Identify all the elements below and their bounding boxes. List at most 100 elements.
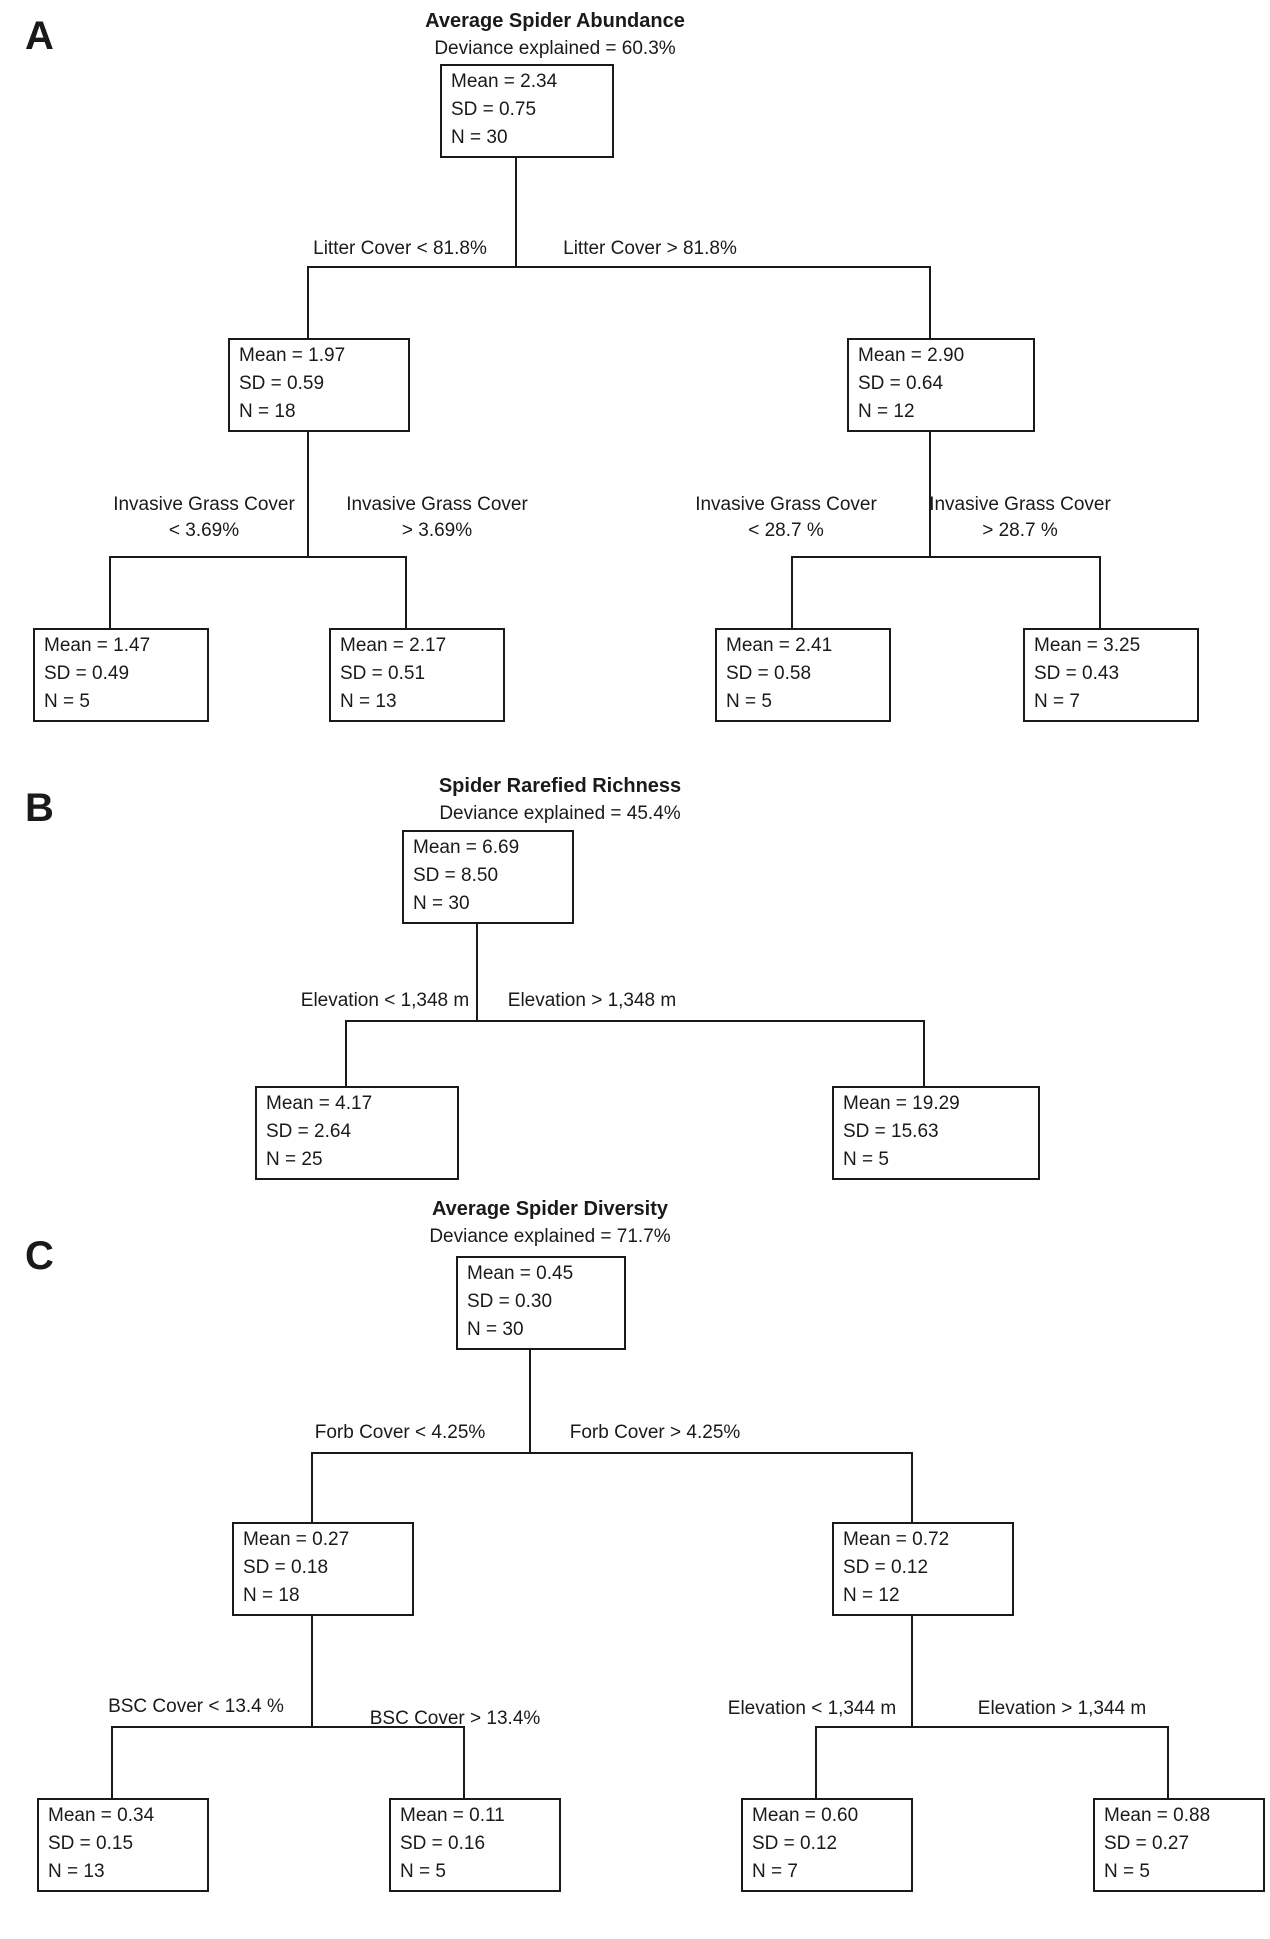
edge-c-right-subdrop xyxy=(911,1616,913,1726)
node-n-line: N = 25 xyxy=(266,1149,323,1170)
node-mean-line: Mean = 6.69 xyxy=(413,837,520,858)
edge-c-right-bar xyxy=(816,1726,1168,1728)
node-n-line: N = 18 xyxy=(239,401,296,422)
node-sd-line: SD = 0.12 xyxy=(752,1833,838,1854)
split-a-left-left: Invasive Grass Cover < 3.69% xyxy=(84,492,324,544)
node-sd-line: SD = 0.15 xyxy=(48,1833,134,1854)
split-c-root-left: Forb Cover < 4.25% xyxy=(314,1422,486,1443)
panel-c-label: C xyxy=(25,1234,54,1278)
node-sd-line: SD = 0.30 xyxy=(467,1291,553,1312)
node-c-leaf3: Mean = 0.60 SD = 0.12 N = 7 xyxy=(741,1798,913,1892)
node-a-leaf3: Mean = 2.41 SD = 0.58 N = 5 xyxy=(715,628,891,722)
node-sd-line: SD = 2.64 xyxy=(266,1121,352,1142)
node-mean-line: Mean = 0.34 xyxy=(48,1805,155,1826)
edge-c-right-drop xyxy=(911,1452,913,1522)
node-sd-line: SD = 0.27 xyxy=(1104,1833,1190,1854)
edge-a-left-bar xyxy=(110,556,406,558)
split-line-2: > 3.69% xyxy=(401,520,473,541)
node-n-line: N = 12 xyxy=(843,1585,900,1606)
edge-a-left-subdrop xyxy=(307,432,309,556)
tree-b-subtitle: Deviance explained = 45.4% xyxy=(439,803,681,824)
node-n-line: N = 7 xyxy=(1034,691,1080,712)
edge-a-leaf2-drop xyxy=(405,556,407,628)
edge-c-leaf1-drop xyxy=(111,1726,113,1798)
split-line-2: < 3.69% xyxy=(168,520,240,541)
split-a-right-left: Invasive Grass Cover < 28.7 % xyxy=(666,492,906,544)
tree-a-title: Average Spider Abundance xyxy=(425,10,685,32)
split-a-right-right: Invasive Grass Cover > 28.7 % xyxy=(900,492,1140,544)
node-sd-line: SD = 8.50 xyxy=(413,865,499,886)
split-b-root-left: Elevation < 1,348 m xyxy=(300,990,470,1011)
node-mean-line: Mean = 19.29 xyxy=(843,1093,960,1114)
node-c-leaf1: Mean = 0.34 SD = 0.15 N = 13 xyxy=(37,1798,209,1892)
edge-b-right-drop xyxy=(923,1020,925,1086)
edge-c-leaf2-drop xyxy=(463,1726,465,1798)
split-a-root-right: Litter Cover > 81.8% xyxy=(563,238,737,259)
split-line-1: Invasive Grass Cover xyxy=(929,494,1111,515)
edge-c-leaf4-drop xyxy=(1167,1726,1169,1798)
node-n-line: N = 5 xyxy=(44,691,90,712)
node-sd-line: SD = 0.58 xyxy=(726,663,812,684)
node-mean-line: Mean = 0.27 xyxy=(243,1529,350,1550)
panel-a-label: A xyxy=(25,14,54,58)
edge-c-leaf3-drop xyxy=(815,1726,817,1798)
node-sd-line: SD = 0.59 xyxy=(239,373,325,394)
node-a-leaf1: Mean = 1.47 SD = 0.49 N = 5 xyxy=(33,628,209,722)
node-mean-line: Mean = 2.90 xyxy=(858,345,965,366)
node-c-left: Mean = 0.27 SD = 0.18 N = 18 xyxy=(232,1522,414,1616)
edge-b-level1-bar xyxy=(346,1020,925,1022)
node-mean-line: Mean = 0.72 xyxy=(843,1529,950,1550)
node-mean-line: Mean = 0.11 xyxy=(400,1805,505,1826)
node-sd-line: SD = 0.18 xyxy=(243,1557,329,1578)
edge-c-left-drop xyxy=(311,1452,313,1522)
node-sd-line: SD = 0.12 xyxy=(843,1557,929,1578)
split-c-left-right: BSC Cover > 13.4% xyxy=(369,1708,541,1729)
split-c-root-right: Forb Cover > 4.25% xyxy=(569,1422,741,1443)
edge-a-left-drop xyxy=(307,266,309,338)
node-n-line: N = 13 xyxy=(340,691,397,712)
split-line-2: > 28.7 % xyxy=(982,520,1058,541)
node-a-left: Mean = 1.97 SD = 0.59 N = 18 xyxy=(228,338,410,432)
node-a-root: Mean = 2.34 SD = 0.75 N = 30 xyxy=(440,64,614,158)
split-b-root-right: Elevation > 1,348 m xyxy=(507,990,677,1011)
node-mean-line: Mean = 1.47 xyxy=(44,635,151,656)
node-n-line: N = 5 xyxy=(400,1861,446,1882)
node-b-root: Mean = 6.69 SD = 8.50 N = 30 xyxy=(402,830,574,924)
edge-a-right-subdrop xyxy=(929,432,931,556)
node-sd-line: SD = 0.64 xyxy=(858,373,944,394)
node-mean-line: Mean = 0.60 xyxy=(752,1805,859,1826)
node-n-line: N = 12 xyxy=(858,401,915,422)
edge-a-leaf3-drop xyxy=(791,556,793,628)
node-mean-line: Mean = 0.88 xyxy=(1104,1805,1211,1826)
node-sd-line: SD = 0.51 xyxy=(340,663,426,684)
edge-c-root-drop xyxy=(529,1350,531,1452)
split-c-right-right: Elevation > 1,344 m xyxy=(977,1698,1147,1719)
node-n-line: N = 30 xyxy=(451,127,508,148)
node-n-line: N = 7 xyxy=(752,1861,798,1882)
split-line-1: Invasive Grass Cover xyxy=(113,494,295,515)
node-b-leaf2: Mean = 19.29 SD = 15.63 N = 5 xyxy=(832,1086,1040,1180)
node-mean-line: Mean = 2.34 xyxy=(451,71,558,92)
node-n-line: N = 30 xyxy=(413,893,470,914)
node-c-leaf2: Mean = 0.11 SD = 0.16 N = 5 xyxy=(389,1798,561,1892)
node-sd-line: SD = 15.63 xyxy=(843,1121,939,1142)
node-mean-line: Mean = 3.25 xyxy=(1034,635,1141,656)
node-mean-line: Mean = 0.45 xyxy=(467,1263,574,1284)
edge-a-leaf1-drop xyxy=(109,556,111,628)
node-c-leaf4: Mean = 0.88 SD = 0.27 N = 5 xyxy=(1093,1798,1265,1892)
node-n-line: N = 13 xyxy=(48,1861,105,1882)
node-sd-line: SD = 0.43 xyxy=(1034,663,1120,684)
split-line-1: Invasive Grass Cover xyxy=(346,494,528,515)
edge-a-level1-bar xyxy=(308,266,930,268)
node-mean-line: Mean = 2.17 xyxy=(340,635,447,656)
split-a-left-right: Invasive Grass Cover > 3.69% xyxy=(317,492,557,544)
node-n-line: N = 30 xyxy=(467,1319,524,1340)
node-b-leaf1: Mean = 4.17 SD = 2.64 N = 25 xyxy=(255,1086,459,1180)
node-n-line: N = 5 xyxy=(1104,1861,1150,1882)
node-a-leaf4: Mean = 3.25 SD = 0.43 N = 7 xyxy=(1023,628,1199,722)
node-mean-line: Mean = 1.97 xyxy=(239,345,346,366)
node-a-leaf2: Mean = 2.17 SD = 0.51 N = 13 xyxy=(329,628,505,722)
edge-a-right-drop xyxy=(929,266,931,338)
split-a-root-left: Litter Cover < 81.8% xyxy=(313,238,487,259)
